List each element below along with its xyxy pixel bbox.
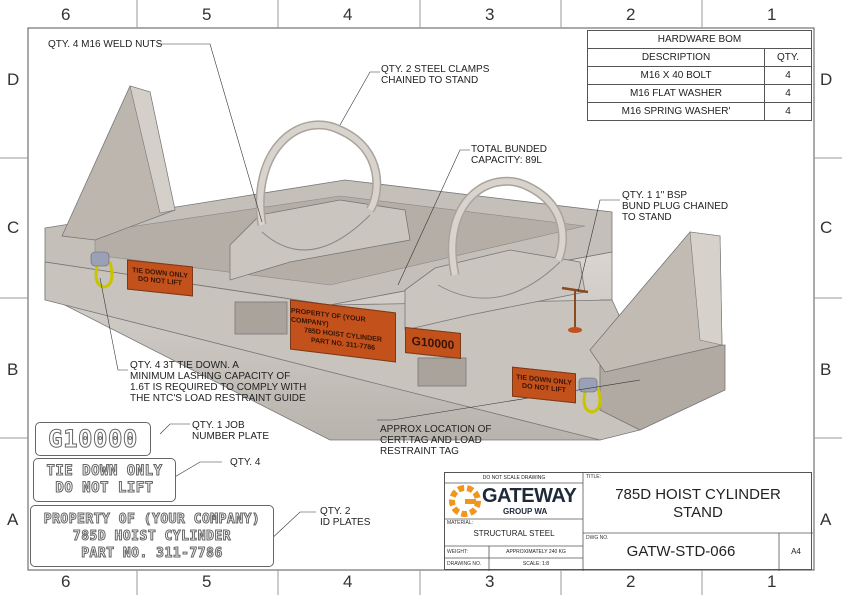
plate-text: TIE DOWN ONLY (46, 463, 163, 480)
drawing-title-line2: STAND (673, 504, 723, 521)
zone-col-5-bottom: 5 (202, 572, 212, 591)
callout-tie-plate-qty: QTY. 4 (230, 457, 261, 468)
drawing-no-label: DRAWING NO. (447, 561, 482, 567)
dwg-no-label: DWG NO. (586, 535, 609, 541)
plate-text: 785D HOIST CYLINDER (72, 528, 232, 544)
zone-row-c-right: C (820, 218, 833, 237)
title-block-grid (445, 473, 813, 571)
plate-text: PROPERTY OF (YOUR COMPANY) (43, 511, 261, 527)
bom-cell: 4 (764, 102, 812, 121)
tie-down-plate-detail: TIE DOWN ONLY DO NOT LIFT (33, 458, 176, 502)
weight-label: WEIGHT: (447, 549, 468, 555)
zone-row-d-right: D (820, 70, 833, 89)
plate-text: G10000 (411, 333, 455, 353)
plate-text: PART NO. 311-7786 (81, 545, 223, 561)
bom-cell: M16 SPRING WASHER' (587, 102, 765, 121)
job-number-plate-detail: G10000 (35, 422, 151, 456)
gateway-logo-icon (449, 485, 481, 517)
zone-col-3: 3 (485, 5, 495, 24)
zone-col-5: 5 (202, 5, 212, 24)
zone-col-6: 6 (61, 5, 71, 24)
do-not-scale-note: DO NOT SCALE DRAWING (482, 475, 546, 481)
plate-text: DO NOT LIFT (55, 480, 154, 497)
scale-value: SCALE: 1:8 (522, 561, 550, 567)
callout-cert-tag: APPROX LOCATION OF CERT.TAG AND LOAD RES… (380, 424, 492, 457)
title-label: TITLE: (586, 474, 602, 480)
callout-bunded-capacity: TOTAL BUNDED CAPACITY: 89L (471, 144, 547, 166)
zone-row-d: D (7, 70, 20, 89)
zone-col-1: 1 (767, 5, 777, 24)
title-block: DO NOT SCALE DRAWING GATEWAY GROUP WA MA… (444, 472, 813, 571)
zone-col-1-bottom: 1 (767, 572, 777, 591)
zone-col-4: 4 (343, 5, 353, 24)
material-value: STRUCTURAL STEEL (473, 529, 555, 538)
callout-weld-nuts: QTY. 4 M16 WELD NUTS (48, 39, 163, 50)
logo-sub-text: GROUP WA (503, 507, 548, 516)
zone-col-2: 2 (626, 5, 636, 24)
callout-steel-clamps: QTY. 2 STEEL CLAMPS CHAINED TO STAND (381, 64, 490, 86)
zone-row-b-right: B (820, 360, 832, 379)
zone-col-3-bottom: 3 (485, 572, 495, 591)
callout-job-plate: QTY. 1 JOB NUMBER PLATE (192, 420, 270, 442)
drawing-title-line1: 785D HOIST CYLINDER (615, 486, 781, 503)
zone-row-b: B (7, 360, 19, 379)
callout-tie-down: QTY. 4 3T TIE DOWN. A MINIMUM LASHING CA… (130, 360, 307, 404)
plate-text: G10000 (48, 425, 138, 454)
zone-col-2-bottom: 2 (626, 572, 636, 591)
weight-value: APPROXIMATELY 240 KG (506, 549, 566, 555)
zone-col-4-bottom: 4 (343, 572, 353, 591)
zone-row-a: A (7, 510, 19, 529)
zone-row-c: C (7, 218, 20, 237)
material-label: MATERIAL: (447, 520, 474, 526)
zone-col-6-bottom: 6 (61, 572, 71, 591)
table-row: M16 SPRING WASHER'4 (587, 102, 812, 121)
zone-row-a-right: A (820, 510, 832, 529)
dwg-no-value: GATW-STD-066 (626, 543, 736, 560)
sheet-size: A4 (791, 547, 801, 556)
logo-main-text: GATEWAY (482, 485, 577, 507)
property-id-plate-detail: PROPERTY OF (YOUR COMPANY) 785D HOIST CY… (30, 505, 274, 567)
callout-bsp-plug: QTY. 1 1" BSP BUND PLUG CHAINED TO STAND (622, 190, 729, 223)
callout-id-plates: QTY. 2 ID PLATES (320, 506, 371, 528)
